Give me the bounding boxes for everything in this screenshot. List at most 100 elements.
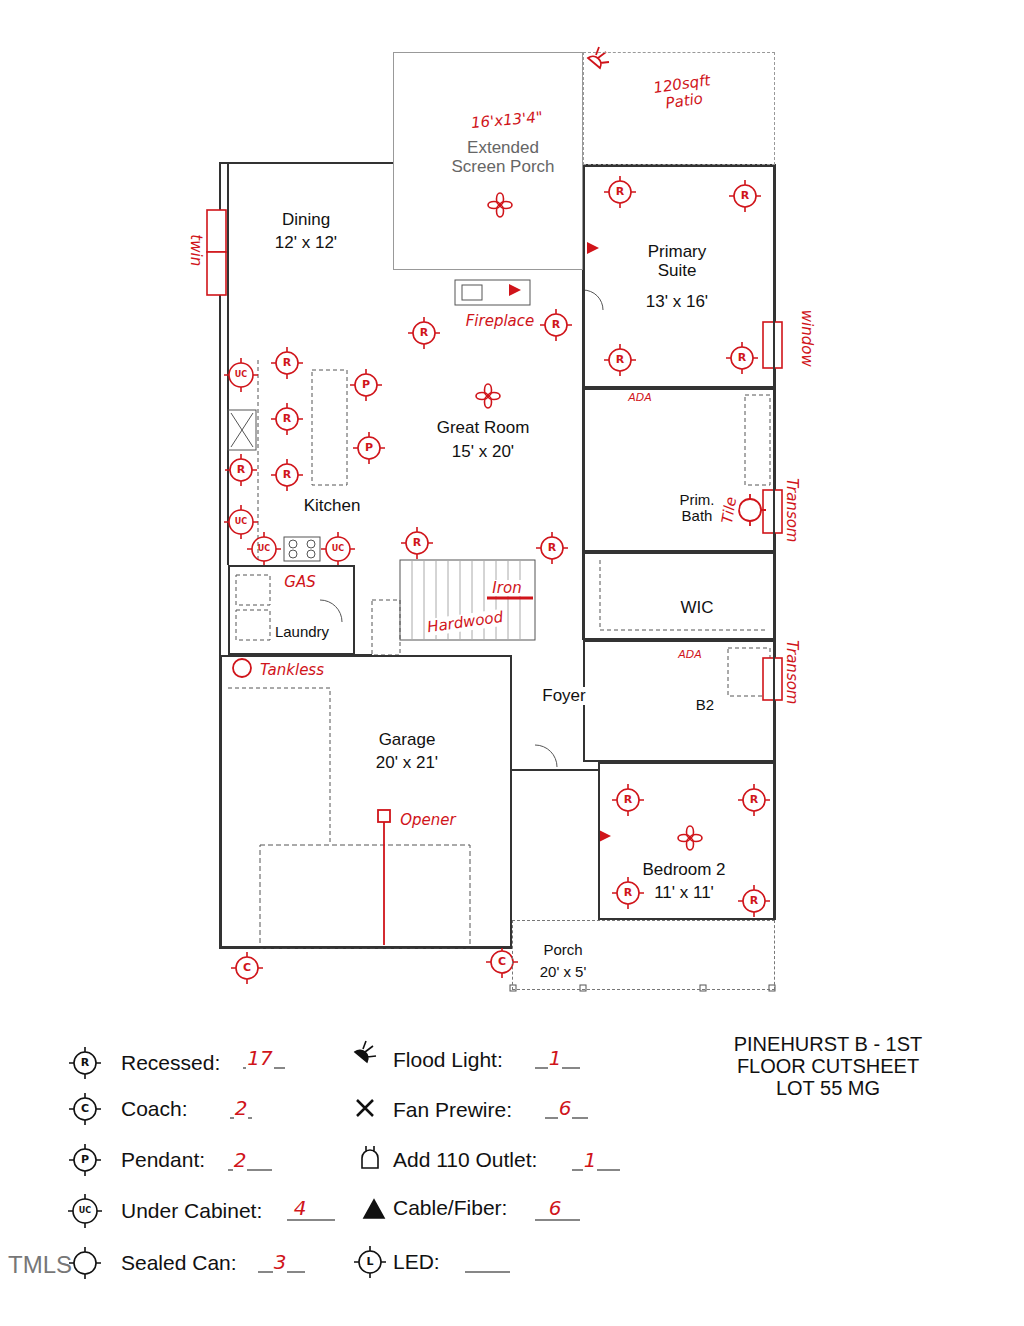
window xyxy=(763,322,782,368)
legend-count: 3 xyxy=(273,1251,288,1273)
iron-rail xyxy=(487,597,533,600)
legend-text: Pendant: xyxy=(120,1148,206,1171)
legend-text: Under Cabinet: xyxy=(120,1199,263,1222)
symbol-letter: UC xyxy=(234,518,248,527)
symbol-ticks xyxy=(726,342,758,374)
fan-symbol xyxy=(488,193,512,217)
room-box: Prim. Bath xyxy=(583,388,775,552)
symbol-letter: R xyxy=(282,413,292,425)
counter-edge xyxy=(258,360,259,560)
burner xyxy=(289,550,297,558)
room-name: Foyer xyxy=(541,687,586,706)
handwritten-note: Transom xyxy=(784,477,801,543)
symbol-ticks xyxy=(224,505,258,539)
symbol-ring xyxy=(609,181,631,203)
sealed-can-ticks xyxy=(69,1247,101,1279)
sealed-can-icon xyxy=(74,1252,96,1274)
legend-symbol-letter: UC xyxy=(78,1207,92,1216)
symbol-letter: R xyxy=(740,190,750,202)
exterior-wall xyxy=(583,165,775,920)
symbol-ring xyxy=(617,882,639,904)
symbol-ticks xyxy=(408,317,440,349)
walls xyxy=(220,163,775,948)
legend-icons xyxy=(69,1041,620,1279)
symbol-ring xyxy=(355,374,377,396)
legend-symbol-letter: L xyxy=(365,1256,374,1268)
symbol-ring xyxy=(73,1199,97,1223)
symbol-ring xyxy=(358,437,380,459)
window xyxy=(207,252,226,295)
symbol-letter: R xyxy=(236,464,246,476)
symbol-ring xyxy=(229,363,253,387)
sealed-can xyxy=(739,499,761,521)
symbol-ring xyxy=(413,322,435,344)
legend-count: 4 xyxy=(293,1197,308,1219)
room-name: 20' x 5' xyxy=(539,964,588,981)
door-swing xyxy=(535,745,557,767)
room-name: 13' x 16' xyxy=(645,293,709,312)
symbol-letter: C xyxy=(242,962,252,974)
handwritten-note: ADA xyxy=(627,392,653,404)
burner xyxy=(307,550,315,558)
legend-text: Fan Prewire: xyxy=(392,1098,513,1121)
symbol-ring xyxy=(326,537,350,561)
sink-mark xyxy=(231,413,253,447)
fan-symbol xyxy=(476,384,500,408)
symbol-letter: R xyxy=(749,794,759,806)
legend-count: 2 xyxy=(233,1149,248,1171)
legend-text: Recessed: xyxy=(120,1051,221,1074)
handwritten-note: Fireplace xyxy=(465,313,536,330)
stair-treads xyxy=(412,560,520,640)
garage-door xyxy=(260,845,470,948)
cable-symbol xyxy=(587,242,599,254)
symbol-letter: P xyxy=(364,442,374,454)
opener-line xyxy=(383,822,385,945)
symbol-ring xyxy=(609,349,631,371)
symbol-letter: R xyxy=(412,537,422,549)
symbol-ring xyxy=(276,464,298,486)
symbol-ticks xyxy=(271,347,303,379)
legend-count: 2 xyxy=(234,1097,249,1119)
porch-post xyxy=(580,985,586,991)
window xyxy=(207,210,226,252)
symbol-ring xyxy=(617,789,639,811)
symbol-ring xyxy=(406,532,428,554)
room-box: Garage20' x 21' xyxy=(220,655,512,948)
symbol-ring xyxy=(74,1052,96,1074)
legend-text: Sealed Can: xyxy=(120,1251,238,1274)
island xyxy=(312,370,347,485)
interior-wall xyxy=(227,163,229,565)
symbol-ticks xyxy=(612,877,644,909)
stairs xyxy=(400,560,535,640)
legend-text: Cable/Fiber: xyxy=(392,1196,508,1219)
room-box: 120sqft Patio xyxy=(583,52,775,165)
legend-symbol-letter: C xyxy=(80,1103,90,1115)
symbol-ring xyxy=(230,459,252,481)
handwritten-note: window xyxy=(798,309,815,368)
fan-symbol xyxy=(678,826,702,850)
outlet-symbol xyxy=(233,659,251,677)
symbol-ticks xyxy=(69,1093,101,1125)
symbol-ring xyxy=(74,1098,96,1120)
symbol-ticks xyxy=(486,946,518,978)
window xyxy=(763,658,782,700)
cable-marks xyxy=(509,242,611,842)
symbol-ring xyxy=(252,537,276,561)
flood-icon xyxy=(355,1041,376,1062)
symbol-ticks xyxy=(271,403,303,435)
symbol-ticks xyxy=(69,1047,101,1079)
symbol-ring xyxy=(545,314,567,336)
legend-symbol-letter: R xyxy=(80,1057,90,1069)
porch-post xyxy=(510,985,516,991)
symbol-ring xyxy=(229,510,253,534)
symbol-ticks xyxy=(604,344,636,376)
handwritten-note: 16'x13'4" xyxy=(470,109,545,132)
room-name: Extended Screen Porch xyxy=(442,139,564,176)
windows xyxy=(207,210,782,700)
dryer xyxy=(236,610,270,640)
symbol-ticks xyxy=(738,885,770,917)
room-name: 11' x 11' xyxy=(653,884,715,903)
symbol-letter: R xyxy=(547,542,557,554)
stove xyxy=(284,537,320,561)
